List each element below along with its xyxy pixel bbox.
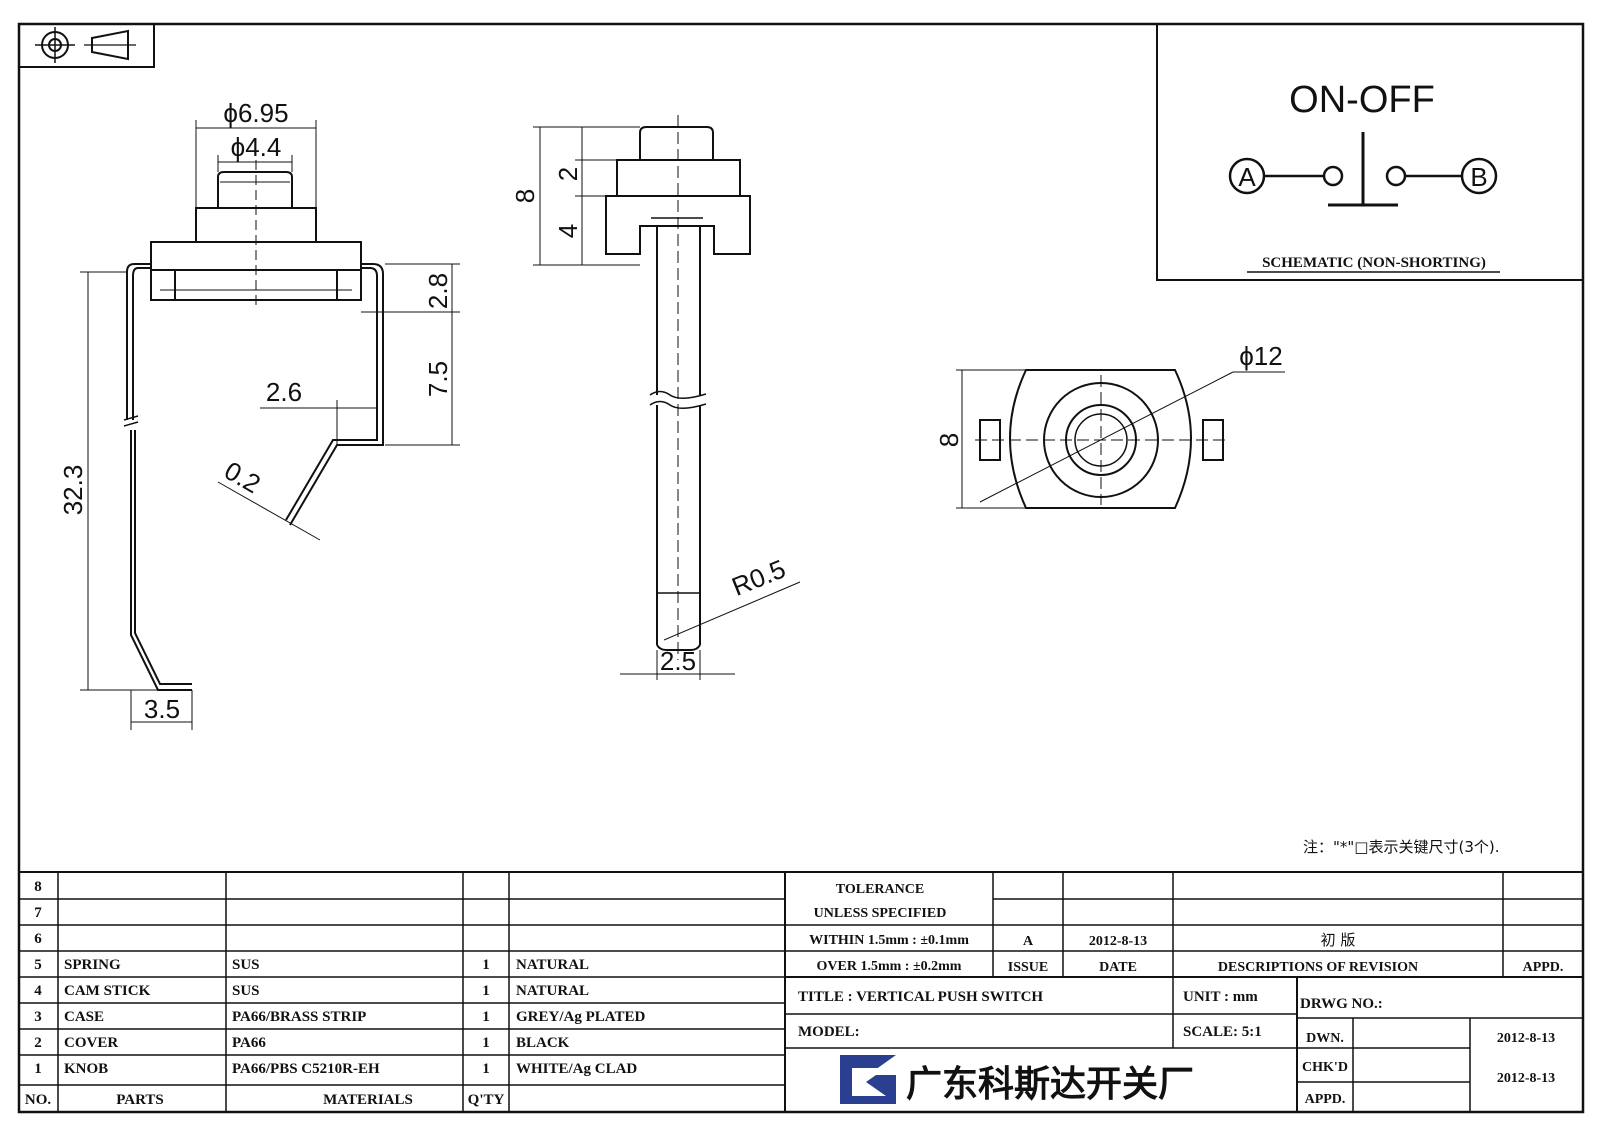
dim-knob-inner: ϕ4.4 <box>231 132 282 162</box>
revision-date: 2012-8-13 <box>1089 934 1147 949</box>
header-materials: MATERIALS <box>323 1092 413 1108</box>
dim-cam-top: 2 <box>553 167 583 181</box>
bom-cell-qty: 1 <box>482 1009 490 1025</box>
dim-knob-outer: ϕ6.95 <box>223 98 288 128</box>
bom-cell-material: SUS <box>232 983 260 999</box>
bom-cell-no: 1 <box>34 1061 42 1077</box>
dim-spring-height: 2.8 <box>423 273 453 309</box>
chkd-date: 2012-8-13 <box>1497 1071 1555 1086</box>
bom-cell-no: 4 <box>34 983 42 999</box>
tolerance-over: OVER 1.5mm : ±0.2mm <box>817 959 962 974</box>
drawing-note: 注："*"□表示关键尺寸(3个). <box>1303 838 1500 856</box>
schematic-caption: SCHEMATIC (NON-SHORTING) <box>1262 255 1486 271</box>
dim-top-height: 8 <box>934 433 964 447</box>
bom-cell-no: 3 <box>34 1009 42 1025</box>
revision-issue: A <box>1023 934 1034 949</box>
bom-cell-part: COVER <box>64 1035 118 1051</box>
bom-cell-part: KNOB <box>64 1061 108 1077</box>
bom-cell-finish: WHITE/Ag CLAD <box>516 1061 637 1077</box>
tolerance-subtitle: UNLESS SPECIFIED <box>814 906 947 921</box>
bom-cell-finish: GREY/Ag PLATED <box>516 1009 645 1025</box>
bom-cell-no: 6 <box>34 931 42 947</box>
dim-cam-mid: 4 <box>553 224 583 238</box>
company-logo-icon <box>840 1055 896 1104</box>
scale-label: SCALE: 5:1 <box>1183 1024 1262 1040</box>
bom-header: NO. PARTS MATERIALS Q'TY <box>25 1092 505 1108</box>
header-qty: Q'TY <box>468 1092 505 1108</box>
dim-spring-drop: 7.5 <box>423 361 453 397</box>
dwn-label: DWN. <box>1306 1031 1344 1046</box>
bom-cell-no: 2 <box>34 1035 42 1051</box>
dim-stick-width: 2.5 <box>660 646 696 676</box>
title-block: TITLE : VERTICAL PUSH SWITCH UNIT : mm D… <box>785 977 1583 1112</box>
header-parts: PARTS <box>116 1092 164 1108</box>
bom-cell-part: SPRING <box>64 957 121 973</box>
schematic-panel: ON-OFF A B SCHEMATIC (NON-SHORTING) <box>1156 23 1584 281</box>
dim-spring-thickness: 0.2 <box>219 455 265 499</box>
bom-cell-qty: 1 <box>482 983 490 999</box>
model-label: MODEL: <box>798 1024 860 1040</box>
revision-description: 初 版 <box>1321 931 1356 949</box>
dim-spring-offset: 2.6 <box>266 377 302 407</box>
bom-cell-finish: NATURAL <box>516 983 589 999</box>
bom-table <box>19 871 1583 1112</box>
dim-stick-radius: R0.5 <box>728 553 790 601</box>
chkd-label: CHK'D <box>1302 1060 1348 1075</box>
top-view: ϕ12 8 <box>934 341 1285 509</box>
projection-symbol-icon <box>18 23 155 68</box>
bom-cell-material: PA66/PBS C5210R-EH <box>232 1061 380 1077</box>
company-name: 广东科斯达开关厂 <box>906 1064 1194 1105</box>
schematic-title: ON-OFF <box>1289 79 1435 121</box>
bom-cell-no: 7 <box>34 905 42 921</box>
bom-cell-material: PA66 <box>232 1035 266 1051</box>
unit-label: UNIT : mm <box>1183 989 1258 1005</box>
spring-side-view: ϕ6.95 ϕ4.4 2.8 7.5 2.6 0.2 32.3 3.5 <box>58 98 460 730</box>
tolerance-block: TOLERANCE UNLESS SPECIFIED WITHIN 1.5mm … <box>785 872 1583 978</box>
cam-stick-view: 8 2 4 R0.5 2.5 <box>510 115 801 680</box>
dim-total-length: 32.3 <box>58 465 88 516</box>
bom-cell-finish: NATURAL <box>516 957 589 973</box>
bom-cell-no: 5 <box>34 957 42 973</box>
dwn-date: 2012-8-13 <box>1497 1031 1555 1046</box>
dim-top-dia: ϕ12 <box>1239 341 1282 371</box>
dim-cam-total: 8 <box>510 189 540 203</box>
terminal-b-label: B <box>1470 162 1487 192</box>
issue-label: ISSUE <box>1008 960 1048 975</box>
drawing-title: TITLE : VERTICAL PUSH SWITCH <box>798 989 1043 1005</box>
bom-cell-part: CASE <box>64 1009 104 1025</box>
bom-cell-finish: BLACK <box>516 1035 570 1051</box>
appd-title-label: APPD. <box>1305 1092 1346 1107</box>
bom-cell-no: 8 <box>34 879 42 895</box>
tolerance-within: WITHIN 1.5mm : ±0.1mm <box>809 933 969 948</box>
appd-label: APPD. <box>1523 960 1564 975</box>
bom-cell-material: PA66/BRASS STRIP <box>232 1009 366 1025</box>
desc-label: DESCRIPTIONS OF REVISION <box>1218 960 1418 975</box>
drawing-number-label: DRWG NO.: <box>1300 996 1383 1012</box>
terminal-a-label: A <box>1238 162 1256 192</box>
bom-cell-qty: 1 <box>482 1061 490 1077</box>
bom-cell-qty: 1 <box>482 957 490 973</box>
dim-foot-width: 3.5 <box>144 694 180 724</box>
tolerance-title: TOLERANCE <box>836 882 924 897</box>
bom-cell-part: CAM STICK <box>64 983 151 999</box>
date-label: DATE <box>1099 960 1137 975</box>
sheet-border <box>17 22 1585 1114</box>
header-no: NO. <box>25 1092 52 1108</box>
bom-cell-material: SUS <box>232 957 260 973</box>
bom-cell-qty: 1 <box>482 1035 490 1051</box>
